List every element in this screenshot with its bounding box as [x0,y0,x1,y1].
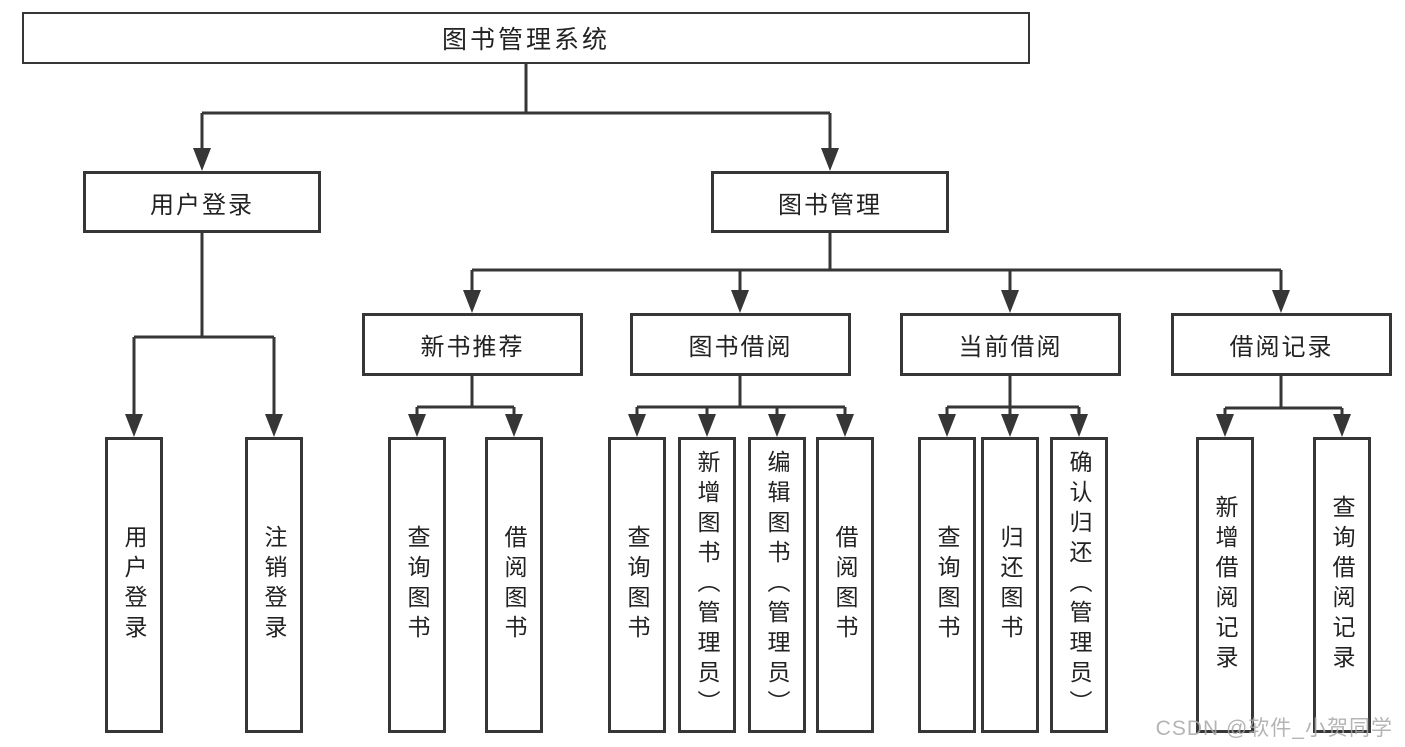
node-current-borrowing: 当前借阅 [900,313,1121,376]
leaf-borrow-books-borrowing: 借阅图书 [816,437,874,733]
leaf-query-books-recommend: 查询图书 [388,437,446,733]
csdn-watermark: CSDN @软件_小贺同学 [1155,717,1393,740]
node-library-management-system: 图书管理系统 [22,12,1030,64]
arrowhead-icons [125,148,1351,437]
node-new-book-recommendation: 新书推荐 [362,313,583,376]
leaf-query-books-current: 查询图书 [918,437,976,733]
leaf-query-borrowing-record: 查询借阅记录 [1313,437,1371,733]
node-book-borrowing: 图书借阅 [630,313,851,376]
leaf-borrow-books-recommend: 借阅图书 [485,437,543,733]
leaf-add-book-admin: 新增图书（管理员） [678,437,736,733]
leaf-add-borrowing-record: 新增借阅记录 [1196,437,1254,733]
leaf-confirm-return-admin: 确认归还（管理员） [1050,437,1108,733]
leaf-logout: 注销登录 [245,437,303,733]
node-borrowing-records: 借阅记录 [1171,313,1392,376]
node-book-management: 图书管理 [711,171,949,233]
leaf-query-books-borrowing: 查询图书 [608,437,666,733]
leaf-edit-book-admin: 编辑图书（管理员） [748,437,806,733]
node-user-login: 用户登录 [83,171,321,233]
leaf-user-login: 用户登录 [105,437,163,733]
leaf-return-book: 归还图书 [981,437,1039,733]
